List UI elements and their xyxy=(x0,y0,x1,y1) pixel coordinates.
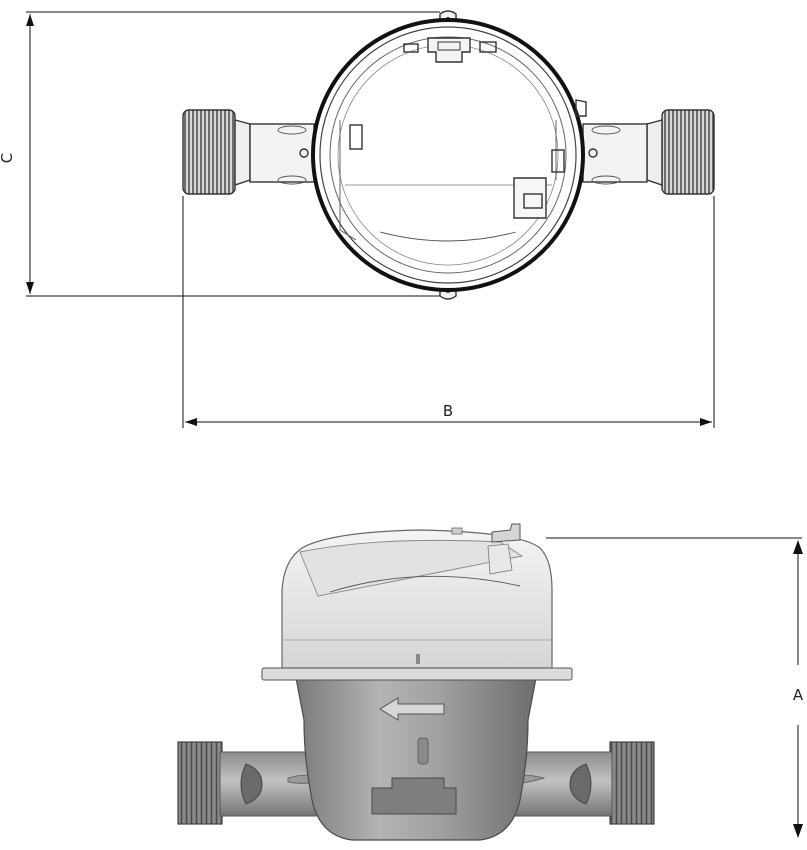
dimension-b: B xyxy=(182,196,715,428)
dimension-c-label: C xyxy=(0,153,16,163)
top-left-connection xyxy=(182,109,315,195)
side-left-connection xyxy=(177,741,336,825)
meter-lid xyxy=(281,523,553,669)
dimension-a-label: A xyxy=(793,686,804,704)
meter-housing-top xyxy=(311,18,587,292)
flange-ring xyxy=(261,667,573,681)
top-view: C B xyxy=(0,10,715,428)
meter-body xyxy=(295,677,537,841)
flow-direction-arrow-icon xyxy=(379,697,445,721)
top-right-connection xyxy=(582,109,715,195)
dimension-a: A xyxy=(546,537,804,838)
dimension-b-label: B xyxy=(443,402,453,420)
dimension-c: C xyxy=(0,11,440,297)
side-view: A xyxy=(177,523,804,841)
